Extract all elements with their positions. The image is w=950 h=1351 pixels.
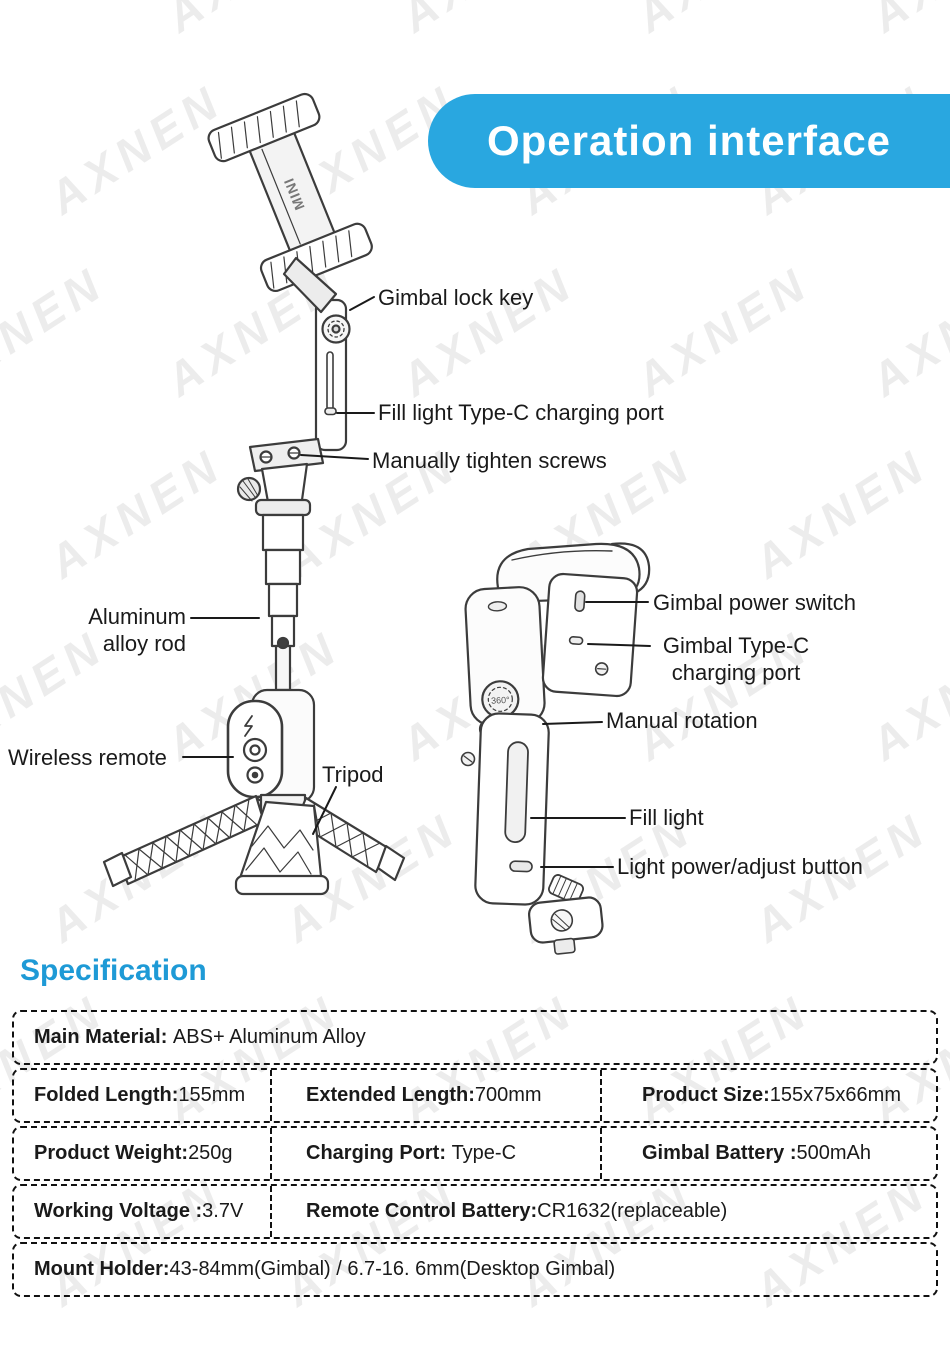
callout-tripod: Tripod [322,762,384,787]
specification-heading: Specification [20,954,207,987]
callout-gimbal-type-c-charging-port: Gimbal Type-C charging port [662,633,810,685]
spec-cell-extended-length: Extended Length:700mm [272,1070,602,1121]
spec-label: Folded Length: [34,1084,179,1106]
spec-value: CR1632(replaceable) [537,1200,728,1222]
callout-fill-light-charging-port: Fill light Type-C charging port [378,400,664,425]
spec-label: Working Voltage : [34,1200,203,1222]
spec-value: Type-C [446,1142,517,1164]
spec-value: 155mm [178,1084,246,1106]
callout-wireless-remote: Wireless remote [8,745,167,770]
spec-cell-mount-holder: Mount Holder:43-84mm(Gimbal) / 6.7-16. 6… [14,1244,936,1295]
callout-manual-rotation: Manual rotation [606,708,758,733]
spec-value: 3.7V [202,1200,244,1222]
specification-section: Specification Main Material: ABS+ Alumin… [12,954,938,1297]
callout-fill-light: Fill light [629,805,704,830]
handheld-gimbal-illustration: MINI [102,92,406,896]
callout-manually-tighten-screws: Manually tighten screws [372,448,607,473]
spec-label: Product Size: [642,1084,770,1106]
operation-banner: Operation interface [428,94,950,188]
spec-cell-working-voltage: Working Voltage :3.7V [14,1186,272,1237]
spec-value: 250g [188,1142,233,1164]
desktop-gimbal-illustration: 360° [460,542,651,955]
spec-cell-remote-control-battery: Remote Control Battery:CR1632(replaceabl… [272,1186,936,1237]
spec-cell-product-size: Product Size:155x75x66mm [602,1070,936,1121]
callout-aluminum-alloy-rod: Aluminum alloy rod [88,604,186,656]
spec-label: Extended Length: [306,1084,475,1106]
spec-value: ABS+ Aluminum Alloy [167,1026,366,1048]
spec-label: Product Weight: [34,1142,189,1164]
specification-table: Main Material: ABS+ Aluminum Alloy Folde… [12,1010,938,1297]
spec-cell-folded-length: Folded Length:155mm [14,1070,272,1121]
spec-label: Remote Control Battery: [306,1200,538,1222]
spec-cell-product-weight: Product Weight:250g [14,1128,272,1179]
leader-lines [182,296,651,868]
spec-label: Charging Port: [306,1142,446,1164]
spec-cell-main-material: Main Material: ABS+ Aluminum Alloy [14,1012,936,1063]
spec-row-mount-holder: Mount Holder:43-84mm(Gimbal) / 6.7-16. 6… [12,1242,938,1297]
spec-cell-gimbal-battery: Gimbal Battery :500mAh [602,1128,936,1179]
callout-gimbal-lock-key: Gimbal lock key [378,285,534,310]
spec-value: 700mm [474,1084,542,1106]
spec-label: Mount Holder: [34,1258,170,1280]
spec-row-lengths: Folded Length:155mm Extended Length:700m… [12,1068,938,1123]
spec-row-weight-charging: Product Weight:250g Charging Port: Type-… [12,1126,938,1181]
spec-label: Main Material: [34,1026,168,1048]
dial-label: 360° [491,695,511,706]
spec-value: 500mAh [796,1142,871,1164]
spec-cell-charging-port: Charging Port: Type-C [272,1128,602,1179]
spec-row-voltage-battery: Working Voltage :3.7V Remote Control Bat… [12,1184,938,1239]
spec-row-main-material: Main Material: ABS+ Aluminum Alloy [12,1010,938,1065]
callout-gimbal-power-switch: Gimbal power switch [653,590,856,615]
spec-value: 43-84mm(Gimbal) / 6.7-16. 6mm(Desktop Gi… [169,1258,616,1280]
operation-banner-title: Operation interface [486,117,892,164]
spec-label: Gimbal Battery : [642,1142,797,1164]
callout-light-power-adjust-button: Light power/adjust button [617,854,863,879]
spec-value: 155x75x66mm [769,1084,901,1106]
